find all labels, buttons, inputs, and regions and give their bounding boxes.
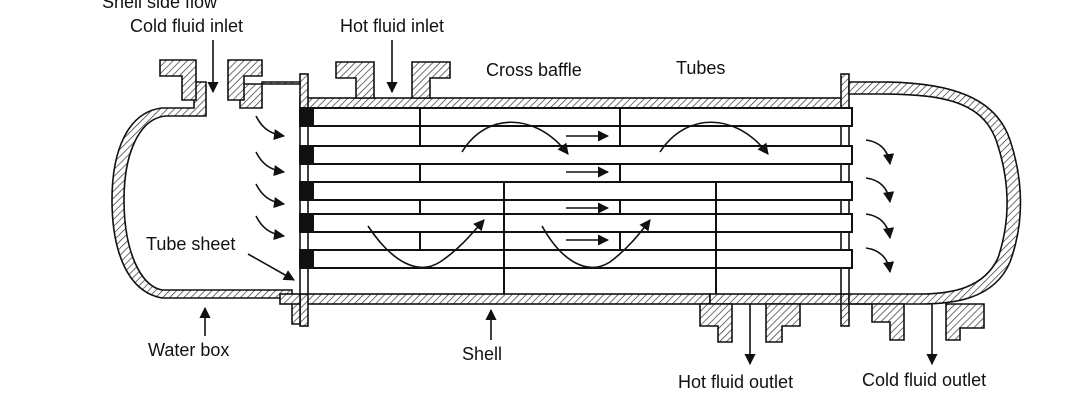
label-tubes: Tubes [676,58,725,78]
tube-flow-arrows [566,130,610,246]
label-cold-fluid-inlet: Cold fluid inlet [130,16,243,36]
label-tube-sheet: Tube sheet [146,234,235,254]
label-shell: Shell [462,344,502,364]
cold-fluid-inlet-nozzle [159,59,263,101]
tube [299,145,853,165]
hot-fluid-outlet-nozzle [699,303,801,343]
baffle-tube-crossings [419,108,717,268]
right-water-box [848,81,1022,305]
header-text: Shell side flow [102,0,218,12]
label-cold-fluid-outlet: Cold fluid outlet [862,370,986,390]
tube [299,249,853,269]
tube [299,181,853,201]
cold-fluid-outlet-nozzle [842,303,985,341]
label-hot-fluid-outlet: Hot fluid outlet [678,372,793,392]
label-hot-fluid-inlet: Hot fluid inlet [340,16,444,36]
tube [299,107,853,127]
shell-flow-arcs [367,121,769,269]
right-outlet-flow-arrows [865,139,895,274]
label-water-box: Water box [148,340,229,360]
left-water-box [111,81,301,325]
tube [299,213,853,233]
left-inlet-flow-arrows [255,115,286,241]
label-cross-baffle: Cross baffle [486,60,582,80]
pointer-arrows [199,40,938,366]
hot-fluid-inlet-nozzle [335,61,451,99]
